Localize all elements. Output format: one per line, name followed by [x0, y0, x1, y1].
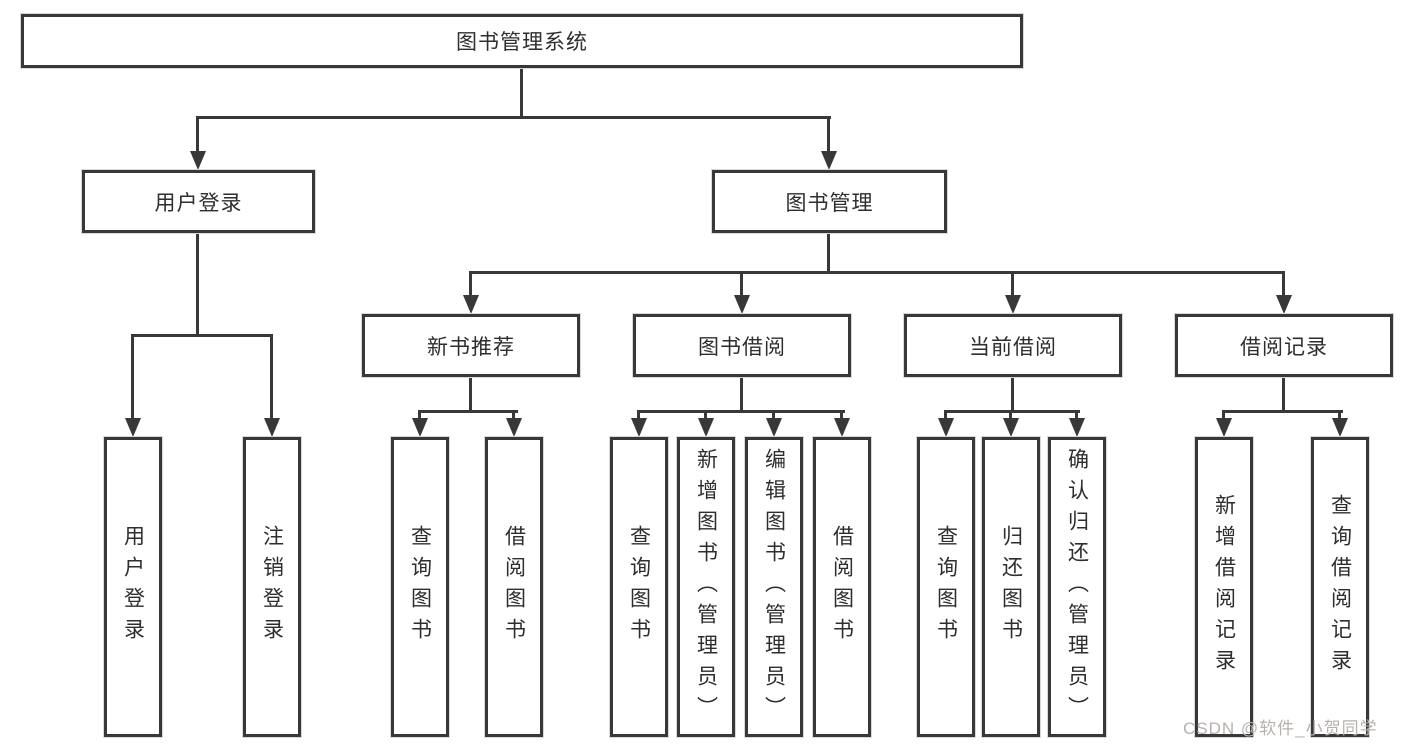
- edge-root-branch: [196, 116, 831, 119]
- node-new-book-rec: 新书推荐: [362, 314, 580, 377]
- arrowhead-icon: [190, 151, 206, 170]
- arrowhead-icon: [412, 418, 428, 437]
- arrowhead-icon: [734, 295, 750, 314]
- node-br-add: 新增借阅记录: [1195, 437, 1253, 737]
- node-cb-query: 查询图书: [917, 437, 975, 737]
- edge-br-branch: [1222, 410, 1343, 413]
- arrowhead-icon: [506, 418, 522, 437]
- arrowhead-icon: [1005, 295, 1021, 314]
- edge-drop-bb-edit: [772, 410, 775, 419]
- node-bb-query: 查询图书: [610, 437, 668, 737]
- arrowhead-icon: [1003, 418, 1019, 437]
- arrowhead-icon: [821, 151, 837, 170]
- node-user-login-label: 用户登录: [121, 525, 145, 649]
- edge-drop-nb-borrow: [512, 410, 515, 419]
- edge-mgmt-branch: [469, 271, 1285, 274]
- node-nb-borrow-label: 借阅图书: [502, 525, 526, 649]
- edge-mgmt-stem: [827, 233, 830, 274]
- edge-bb-branch: [637, 410, 845, 413]
- node-logout: 注销登录: [243, 437, 301, 737]
- arrowhead-icon: [1216, 418, 1232, 437]
- edge-drop-login-group: [196, 116, 199, 152]
- node-bb-add: 新增图书（管理员）: [677, 437, 735, 737]
- node-root: 图书管理系统: [21, 14, 1023, 68]
- edge-drop-user-login: [131, 334, 134, 419]
- arrowhead-icon: [1332, 418, 1348, 437]
- edge-drop-br-query: [1338, 410, 1341, 419]
- csdn-watermark: CSDN @软件_小贺同学: [1183, 719, 1378, 738]
- node-logout-label: 注销登录: [260, 525, 284, 649]
- edge-nb-branch: [418, 410, 518, 413]
- edge-drop-bb-add: [704, 410, 707, 419]
- edge-drop-nb-query: [418, 410, 421, 419]
- node-br-add-label: 新增借阅记录: [1212, 494, 1236, 680]
- edge-drop-book-mgmt: [827, 116, 830, 152]
- edge-login-branch: [131, 334, 273, 337]
- edge-nb-stem: [469, 377, 472, 413]
- edge-cb-stem: [1011, 377, 1014, 413]
- node-cb-confirm-label: 确认归还（管理员）: [1065, 447, 1089, 727]
- edge-drop-cb-return: [1009, 410, 1012, 419]
- arrowhead-icon: [1069, 418, 1085, 437]
- node-bb-query-label: 查询图书: [627, 525, 651, 649]
- node-br-query: 查询借阅记录: [1311, 437, 1369, 737]
- node-nb-borrow: 借阅图书: [485, 437, 543, 737]
- edge-drop-bb-query: [637, 410, 640, 419]
- node-login-group: 用户登录: [82, 170, 315, 233]
- node-cb-confirm: 确认归还（管理员）: [1048, 437, 1106, 737]
- edge-drop-logout: [270, 334, 273, 419]
- node-root-label: 图书管理系统: [456, 31, 588, 54]
- node-book-mgmt-label: 图书管理: [785, 191, 874, 215]
- edge-root-stem: [520, 68, 523, 118]
- edge-br-stem: [1282, 377, 1285, 413]
- edge-drop-br-add: [1222, 410, 1225, 419]
- node-cb-return-label: 归还图书: [999, 525, 1023, 649]
- edge-drop-new-book-rec: [469, 271, 472, 296]
- arrowhead-icon: [938, 418, 954, 437]
- arrowhead-icon: [766, 418, 782, 437]
- node-bb-add-label: 新增图书（管理员）: [694, 447, 718, 727]
- node-cb-query-label: 查询图书: [934, 525, 958, 649]
- edge-drop-cb-query: [944, 410, 947, 419]
- arrowhead-icon: [834, 418, 850, 437]
- node-current-borrow: 当前借阅: [904, 314, 1122, 377]
- edge-login-stem: [196, 233, 199, 337]
- edge-drop-bb-borrow: [840, 410, 843, 419]
- node-current-borrow-label: 当前借阅: [969, 335, 1057, 359]
- arrowhead-icon: [463, 295, 479, 314]
- node-book-borrow: 图书借阅: [633, 314, 851, 377]
- node-bb-borrow-label: 借阅图书: [830, 525, 854, 649]
- node-new-book-rec-label: 新书推荐: [427, 335, 515, 359]
- node-cb-return: 归还图书: [982, 437, 1040, 737]
- node-borrow-records-label: 借阅记录: [1240, 335, 1328, 359]
- edge-drop-current-borrow: [1011, 271, 1014, 296]
- arrowhead-icon: [631, 418, 647, 437]
- edge-drop-cb-confirm: [1075, 410, 1078, 419]
- edge-bb-stem: [740, 377, 743, 413]
- edge-cb-branch: [944, 410, 1080, 413]
- arrowhead-icon: [264, 418, 280, 437]
- arrowhead-icon: [1276, 295, 1292, 314]
- node-nb-query-label: 查询图书: [408, 525, 432, 649]
- node-nb-query: 查询图书: [391, 437, 449, 737]
- node-book-mgmt: 图书管理: [712, 170, 947, 233]
- edge-drop-book-borrow: [740, 271, 743, 296]
- node-br-query-label: 查询借阅记录: [1328, 494, 1352, 680]
- arrowhead-icon: [125, 418, 141, 437]
- arrowhead-icon: [698, 418, 714, 437]
- node-bb-edit: 编辑图书（管理员）: [745, 437, 803, 737]
- edge-drop-borrow-records: [1282, 271, 1285, 296]
- node-bb-borrow: 借阅图书: [813, 437, 871, 737]
- node-bb-edit-label: 编辑图书（管理员）: [762, 447, 786, 727]
- node-login-group-label: 用户登录: [154, 191, 243, 215]
- node-book-borrow-label: 图书借阅: [698, 335, 786, 359]
- node-user-login: 用户登录: [104, 437, 162, 737]
- node-borrow-records: 借阅记录: [1175, 314, 1393, 377]
